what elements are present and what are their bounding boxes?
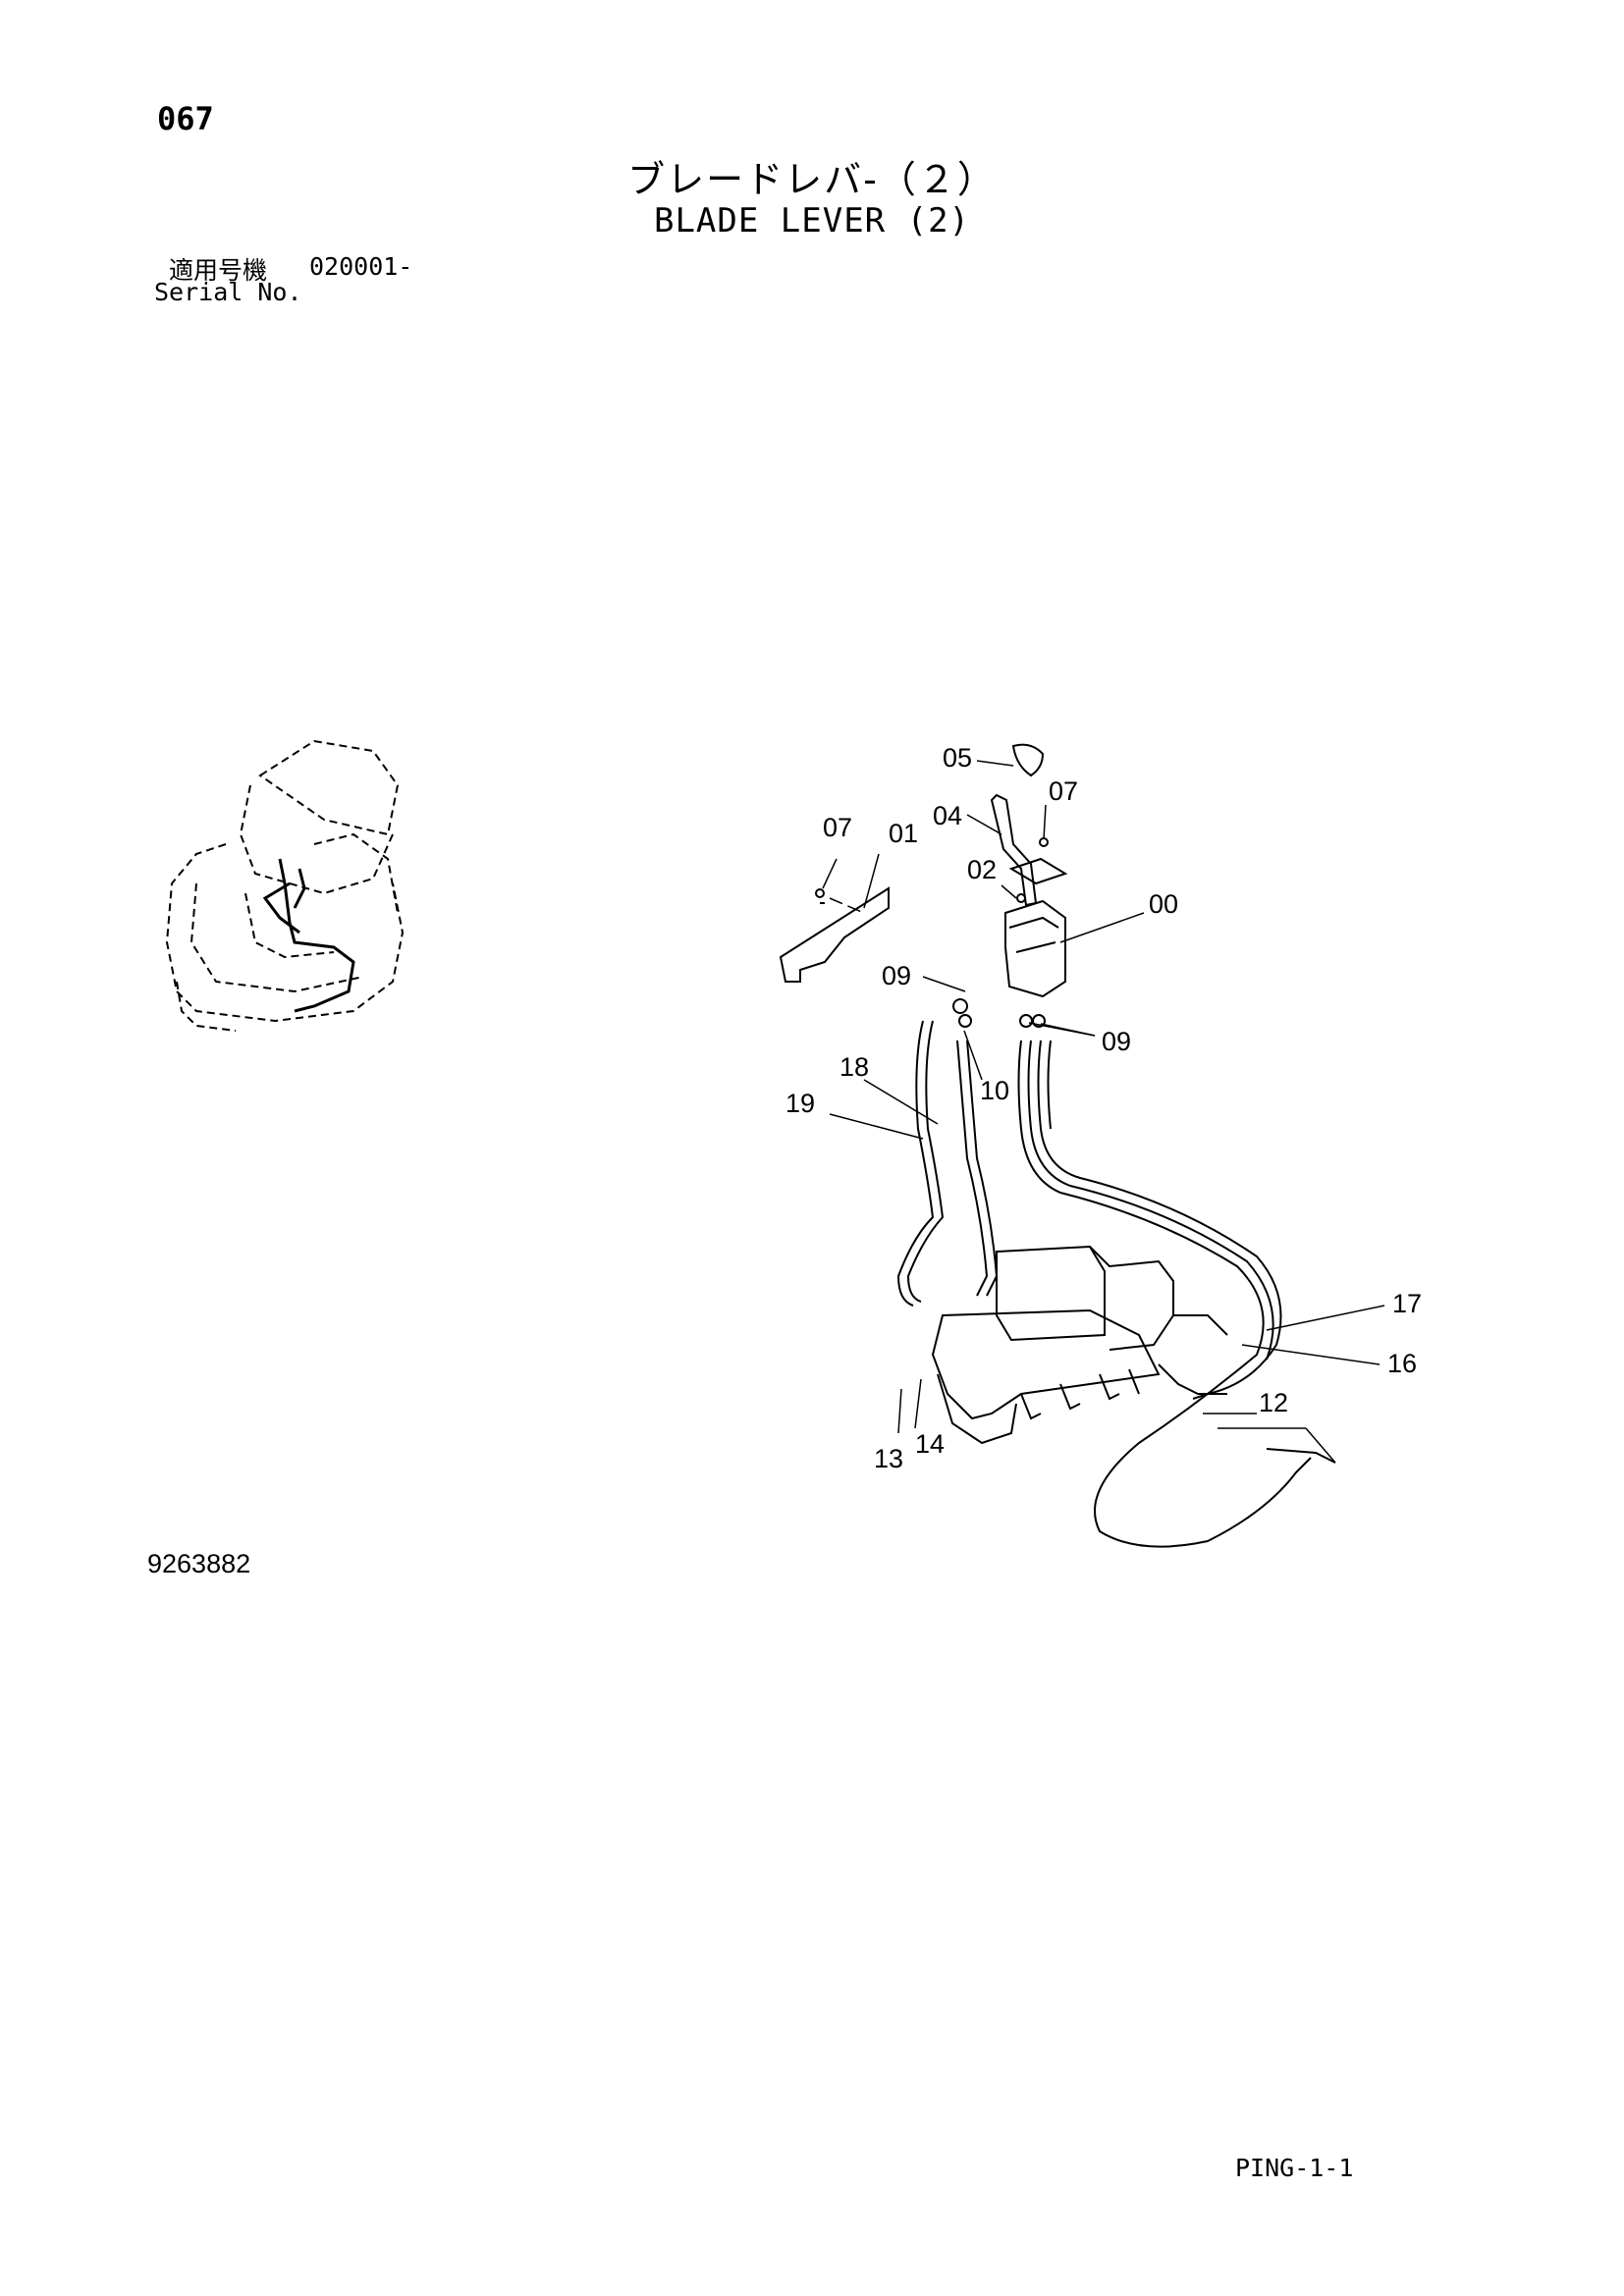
- callout-18: 18: [839, 1052, 869, 1082]
- callout-02: 02: [967, 855, 997, 884]
- serial-label-english: Serial No.: [154, 278, 302, 306]
- title-japanese: ブレードレバ-（２）: [627, 158, 997, 201]
- page-number: 067: [157, 100, 214, 137]
- callout-14: 14: [915, 1429, 945, 1459]
- callout-07-right: 07: [1049, 776, 1078, 806]
- callout-09-left: 09: [882, 961, 911, 990]
- control-valve: [931, 1245, 1228, 1445]
- callout-13: 13: [874, 1444, 903, 1473]
- callout-04: 04: [933, 801, 962, 830]
- title-english: BLADE LEVER (2): [653, 201, 971, 240]
- callout-00: 00: [1149, 889, 1178, 919]
- seat-location-sketch: [165, 739, 405, 1032]
- callout-05: 05: [943, 743, 972, 773]
- pilot-hoses: [896, 1020, 1336, 1548]
- leader-lines: [822, 760, 1385, 1464]
- drawing-number: 9263882: [147, 1549, 251, 1578]
- callout-16: 16: [1387, 1349, 1417, 1378]
- seat-harness-sketch: [262, 858, 355, 1013]
- callout-01: 01: [889, 819, 918, 848]
- callout-09-right: 09: [1102, 1027, 1131, 1056]
- callout-17: 17: [1392, 1289, 1422, 1318]
- callout-19: 19: [785, 1089, 815, 1118]
- serial-label-japanese: 適用号機: [169, 256, 268, 285]
- callout-12: 12: [1259, 1388, 1288, 1417]
- callout-07-left: 07: [823, 813, 852, 842]
- callout-10: 10: [980, 1076, 1009, 1105]
- serial-value: 020001-: [309, 252, 413, 281]
- blade-lever-assembly: [779, 743, 1068, 1028]
- page-code: PING-1-1: [1235, 2154, 1354, 2182]
